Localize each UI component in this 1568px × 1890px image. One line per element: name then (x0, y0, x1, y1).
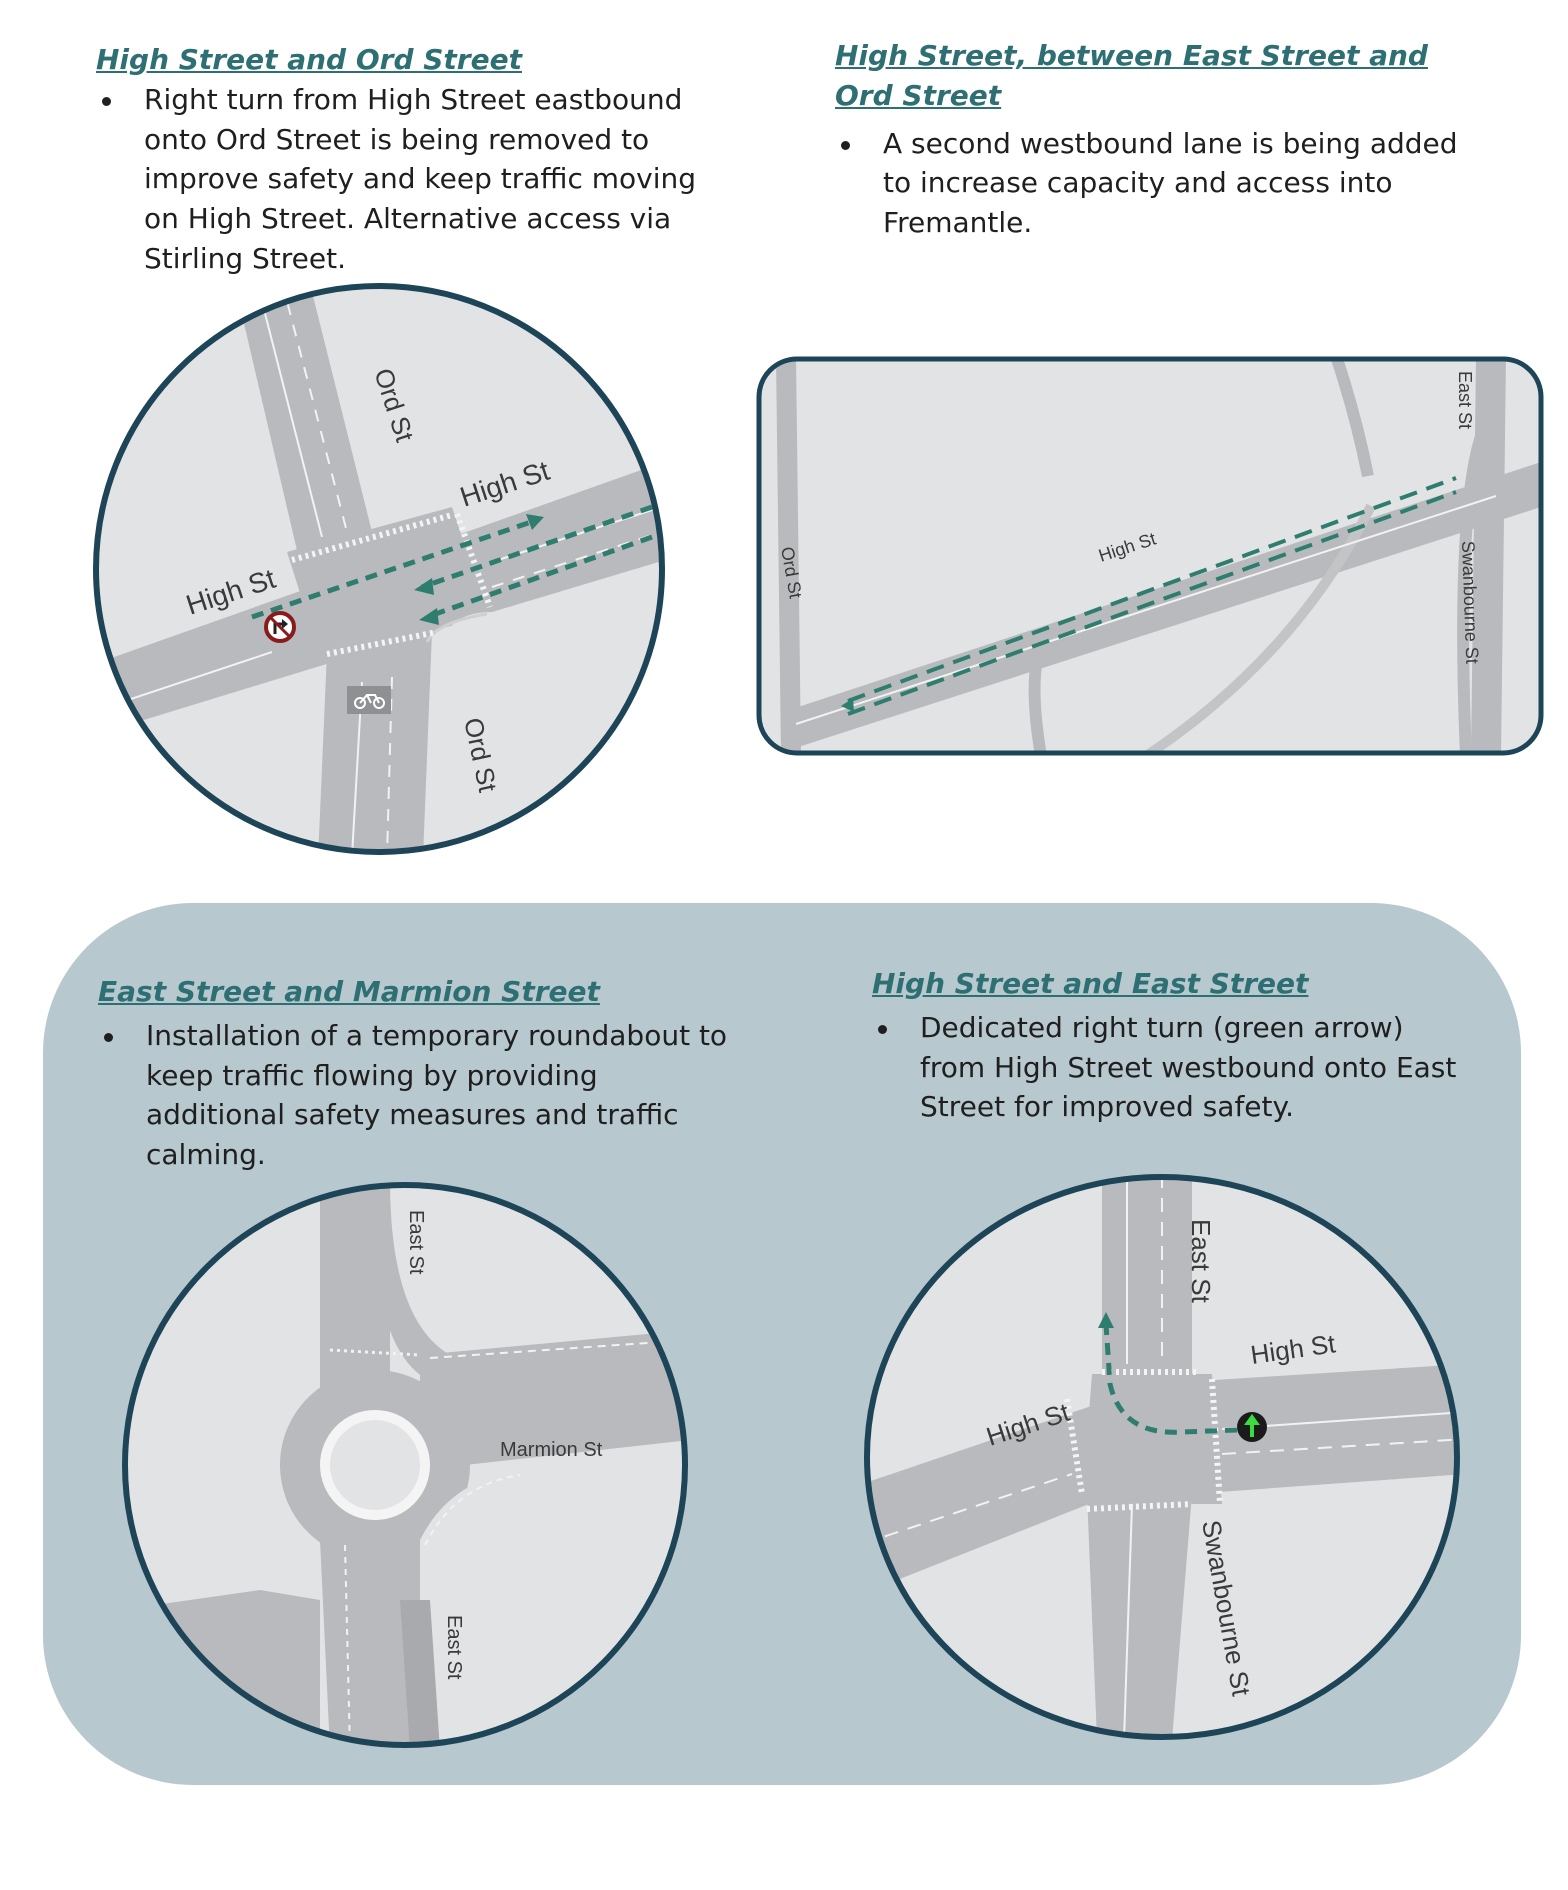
heading-high-between: High Street, between East Street and Ord… (835, 39, 1428, 112)
bullet-dot (104, 1032, 113, 1042)
bullet-list: A second westbound lane is being added t… (835, 124, 1475, 243)
section-east-marmion: East Street and Marmion Street Installat… (98, 972, 738, 1175)
bullet-text: Right turn from High Street eastbound on… (144, 82, 697, 275)
map-east-marmion: East St Marmion St East St (122, 1182, 688, 1748)
bullet-dot (878, 1024, 887, 1034)
map-high-between: East St Ord St High St Swanbourne St (756, 356, 1544, 756)
section-high-east: High Street and East Street Dedicated ri… (872, 964, 1472, 1127)
bullet-item: A second westbound lane is being added t… (835, 124, 1475, 243)
bullet-text: Installation of a temporary roundabout t… (146, 1018, 728, 1171)
bullet-item: Installation of a temporary roundabout t… (98, 1016, 738, 1175)
bullet-list: Dedicated right turn (green arrow) from … (872, 1008, 1472, 1127)
section-high-ord: High Street and Ord Street Right turn fr… (96, 40, 716, 279)
bullet-dot (841, 140, 850, 150)
bullet-list: Right turn from High Street eastbound on… (96, 80, 716, 279)
label-east-st: East St (1455, 371, 1475, 429)
heading-high-ord: High Street and Ord Street (96, 43, 522, 76)
bullet-list: Installation of a temporary roundabout t… (98, 1016, 738, 1175)
label-east-st: East St (1186, 1219, 1216, 1304)
heading-high-east: High Street and East Street (872, 967, 1309, 1000)
bullet-text: A second westbound lane is being added t… (883, 126, 1458, 240)
label-east-st-bottom: East St (443, 1615, 465, 1680)
label-marmion-st: Marmion St (500, 1439, 603, 1461)
map-high-east: East St High St High St Swanbourne St (864, 1174, 1460, 1740)
bullet-text: Dedicated right turn (green arrow) from … (920, 1010, 1457, 1124)
bullet-dot (102, 96, 111, 106)
bicycle-icon (354, 694, 385, 709)
heading-east-marmion: East Street and Marmion Street (98, 975, 600, 1008)
section-high-between: High Street, between East Street and Ord… (835, 36, 1475, 243)
map-high-ord: Ord St High St High St Ord St (93, 283, 665, 855)
bullet-item: Right turn from High Street eastbound on… (96, 80, 716, 279)
label-east-st-top: East St (405, 1210, 427, 1275)
label-swanbourne-st: Swanbourne St (1458, 540, 1482, 664)
no-right-turn-icon (264, 611, 296, 643)
green-right-turn-arrow-icon (1237, 1412, 1267, 1442)
bullet-item: Dedicated right turn (green arrow) from … (872, 1008, 1472, 1127)
